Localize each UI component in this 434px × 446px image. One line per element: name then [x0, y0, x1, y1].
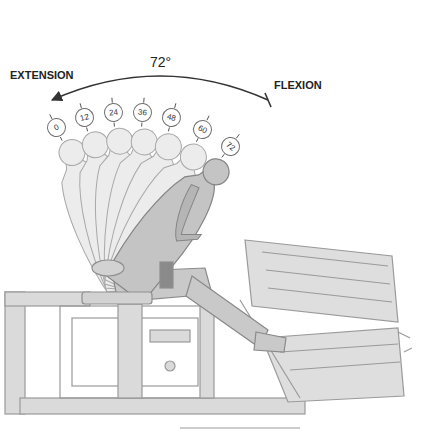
tick — [143, 98, 144, 103]
machine-frame — [5, 292, 305, 428]
tick — [111, 98, 112, 103]
range-label: 72° — [150, 55, 171, 69]
tick — [60, 137, 62, 141]
scale-number: 24 — [108, 108, 118, 117]
tick — [196, 138, 198, 142]
scale-number: 60 — [197, 124, 209, 135]
person-torso — [102, 143, 245, 307]
scale-circle: 24 — [103, 102, 124, 123]
scale-circle: 0 — [44, 115, 69, 140]
scale-number: 36 — [138, 108, 148, 117]
foot-platform — [240, 240, 412, 402]
scale-circle: 48 — [160, 106, 183, 129]
scale-ticks — [50, 98, 240, 158]
tick — [87, 127, 88, 131]
tick — [141, 123, 142, 127]
range-arc — [52, 76, 271, 107]
range-label: FLEXION — [274, 80, 322, 91]
tick — [114, 123, 115, 127]
scale-number: 12 — [79, 113, 90, 123]
scale-circle: 72 — [217, 133, 244, 160]
scale-number: 0 — [52, 123, 59, 132]
scale-circle: 12 — [72, 106, 95, 129]
scale-number: 72 — [224, 140, 236, 152]
tick — [207, 116, 209, 120]
seat-pads — [82, 260, 173, 304]
tick — [175, 103, 176, 108]
scale-number: 48 — [167, 113, 178, 123]
scale-circle: 36 — [133, 102, 154, 123]
tick — [236, 134, 239, 138]
flexed-torso — [102, 143, 245, 307]
tick — [222, 154, 224, 157]
range-label: EXTENSION — [10, 70, 74, 81]
scale-circle: 60 — [190, 117, 215, 142]
tick — [168, 127, 169, 131]
